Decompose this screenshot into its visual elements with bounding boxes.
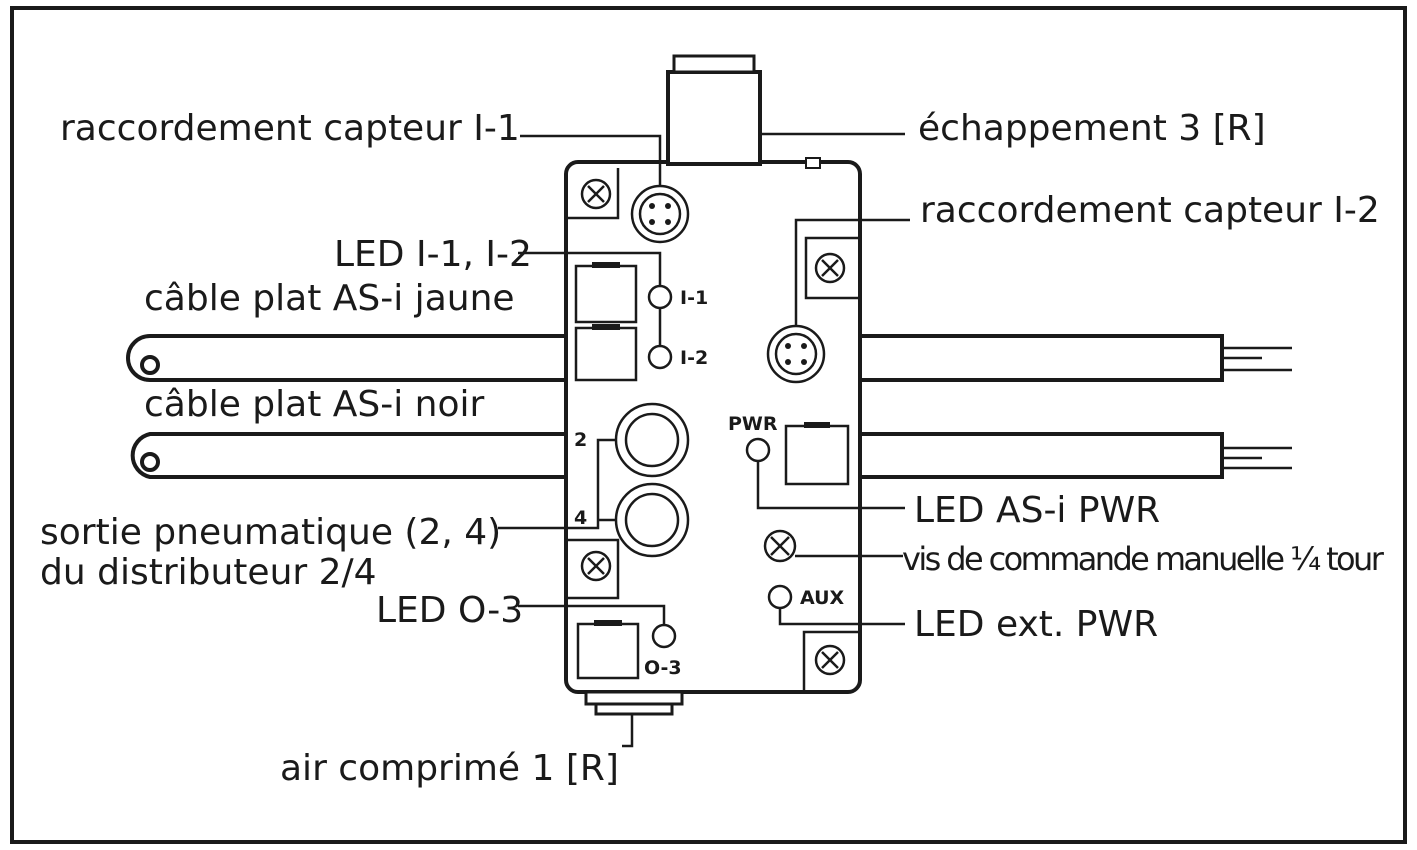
- screw-bottom-right: [802, 630, 858, 690]
- mark-pwr: PWR: [728, 413, 778, 435]
- screw-top-left: [568, 168, 620, 220]
- cable-yellow-right: [858, 334, 1292, 382]
- manual-override-screw-icon: [763, 529, 797, 563]
- screw-left-bottom: [568, 538, 620, 600]
- cable-yellow-left: [126, 334, 568, 382]
- label-echappement: échappement 3 [R]: [918, 108, 1266, 149]
- mark-o3: O-3: [644, 657, 682, 679]
- label-led-ext-pwr: LED ext. PWR: [914, 604, 1158, 645]
- mark-port-2: 2: [574, 429, 587, 451]
- screw-right-mid: [804, 236, 858, 300]
- mark-port-4: 4: [574, 507, 587, 529]
- label-raccordement-capteur-i1: raccordement capteur I-1: [60, 108, 520, 149]
- label-air-comprime: air comprimé 1 [R]: [280, 748, 619, 789]
- label-cable-jaune: câble plat AS-i jaune: [144, 278, 515, 319]
- label-led-o3: LED O-3: [376, 590, 523, 631]
- mark-i2: I-2: [680, 347, 708, 369]
- label-distributeur: du distributeur 2/4: [40, 552, 377, 593]
- sensor-connector-i1: [630, 184, 690, 244]
- cable-clamp-o3: [576, 620, 640, 680]
- mark-i1: I-1: [680, 287, 708, 309]
- label-raccordement-capteur-i2: raccordement capteur I-2: [920, 190, 1380, 231]
- leader-lines: [498, 132, 910, 748]
- label-vis-commande: vis de commande manuelle ¼ tour: [902, 540, 1385, 578]
- label-led-i1-i2: LED I-1, I-2: [334, 234, 532, 275]
- cable-clamp-yellow-lower: [574, 324, 638, 382]
- cable-black-left: [130, 432, 570, 479]
- cable-clamp-black: [784, 422, 850, 486]
- label-led-asi-pwr: LED AS-i PWR: [914, 490, 1160, 531]
- label-cable-noir: câble plat AS-i noir: [144, 384, 485, 425]
- cable-clamp-yellow-upper: [574, 262, 638, 324]
- mark-aux: AUX: [800, 587, 845, 609]
- label-sortie-pneumatique: sortie pneumatique (2, 4): [40, 512, 501, 553]
